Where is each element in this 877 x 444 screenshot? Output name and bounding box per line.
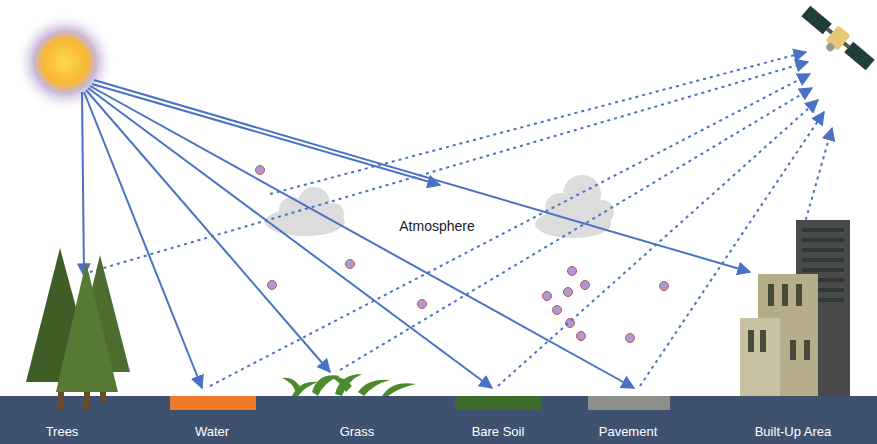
trees [26,248,130,410]
soil-patch [455,396,541,410]
ground-band [0,396,877,444]
solar-rays [82,80,750,388]
satellite [796,3,877,77]
surface-label: Built-Up Area [755,424,832,439]
aerosol-particles [256,166,669,343]
surface-label: Trees [46,424,79,439]
surface-label: Water [195,424,229,439]
surface-label: Pavement [599,424,658,439]
grass [282,374,416,396]
water-patch [170,396,256,410]
buildings [740,220,850,396]
surface-label: Bare Soil [472,424,525,439]
atmosphere-label: Atmosphere [396,218,477,234]
reflected-rays [90,52,832,386]
surface-label: Grass [340,424,375,439]
pavement-patch [588,396,670,410]
